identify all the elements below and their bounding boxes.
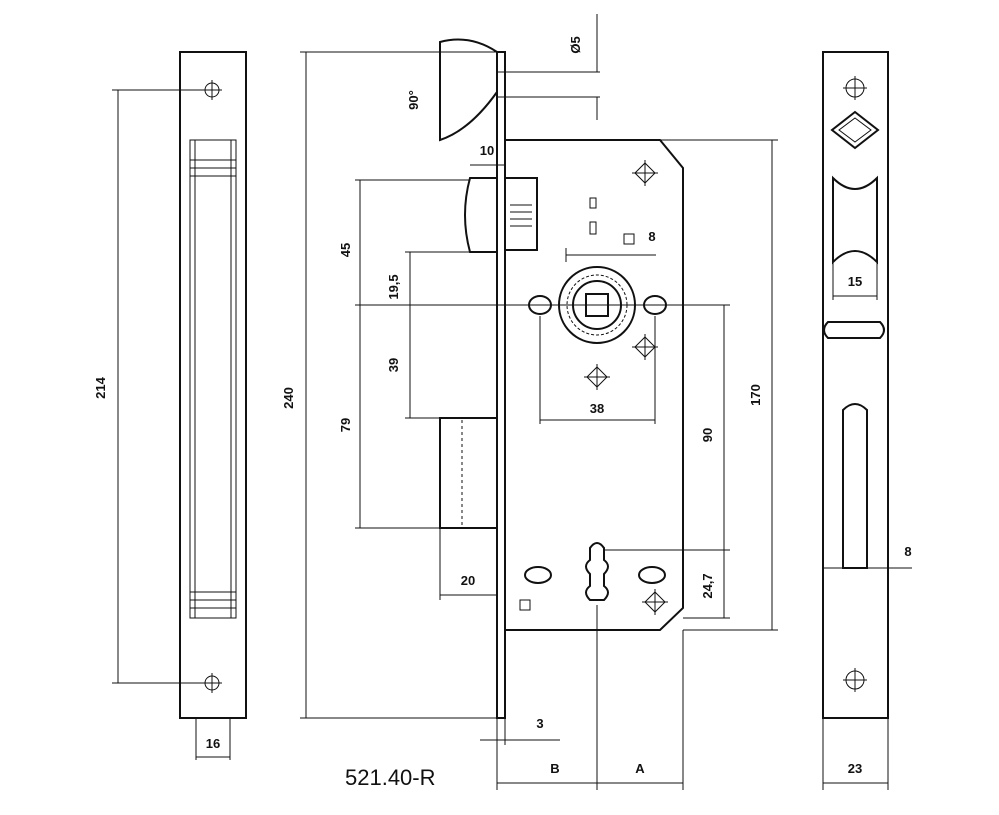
dim-20-label: 20 [461,573,475,588]
dim-19-5-label: 19,5 [386,274,401,299]
left-faceplate-outline [179,51,247,719]
dead-bolt [439,417,498,529]
screw-hole-icon [843,668,867,692]
dim-8-right-label: 8 [904,544,911,559]
left-faceplate-view: 214 16 [93,51,247,760]
dim-23-label: 23 [848,761,862,776]
dim-39-label: 39 [386,358,401,372]
latch-bolt [464,177,498,253]
model-code: 521.40-R [345,765,436,790]
brand-badge-icon [823,321,885,339]
dim-170-label: 170 [748,384,763,406]
right-faceplate-outline [822,51,889,719]
fixing-hole-icon [632,334,658,360]
dim-15-label: 15 [848,274,862,289]
dim-45-label: 45 [338,243,353,257]
dim-90-label: 90 [700,428,715,442]
dim-90-degree-label: 90° [406,90,421,110]
dim-10-label: 10 [480,143,494,158]
screw-hole-icon [843,76,867,100]
dim-16-label: 16 [206,736,220,751]
fixing-hole-icon [642,589,668,615]
bolt-opening [842,403,868,569]
dim-38-label: 38 [590,401,604,416]
lock-body-view: Ø5 90° 10 240 45 19,5 39 79 8 [281,14,778,790]
latch-opening [832,175,878,265]
dim-a-label: A [635,761,645,776]
handle-swing-sector [439,38,498,142]
keyhole [585,542,609,601]
front-plate [496,51,506,719]
screw-hole-icon [202,80,222,100]
dim-24-7-label: 24,7 [700,573,715,598]
lock-case [504,139,684,631]
dim-diameter-5-label: Ø5 [568,36,583,53]
dim-240-label: 240 [281,387,296,409]
dim-214-label: 214 [93,376,108,398]
dim-8-top-label: 8 [648,229,655,244]
brand-logo-icon [830,110,880,150]
right-faceplate-view: 15 8 23 [822,51,912,790]
left-faceplate-slot [189,139,237,619]
dim-b-label: B [550,761,559,776]
fixing-hole-icon [584,364,610,390]
screw-hole-icon [202,673,222,693]
fixing-hole-icon [632,160,658,186]
dim-79-label: 79 [338,418,353,432]
dim-3-label: 3 [536,716,543,731]
